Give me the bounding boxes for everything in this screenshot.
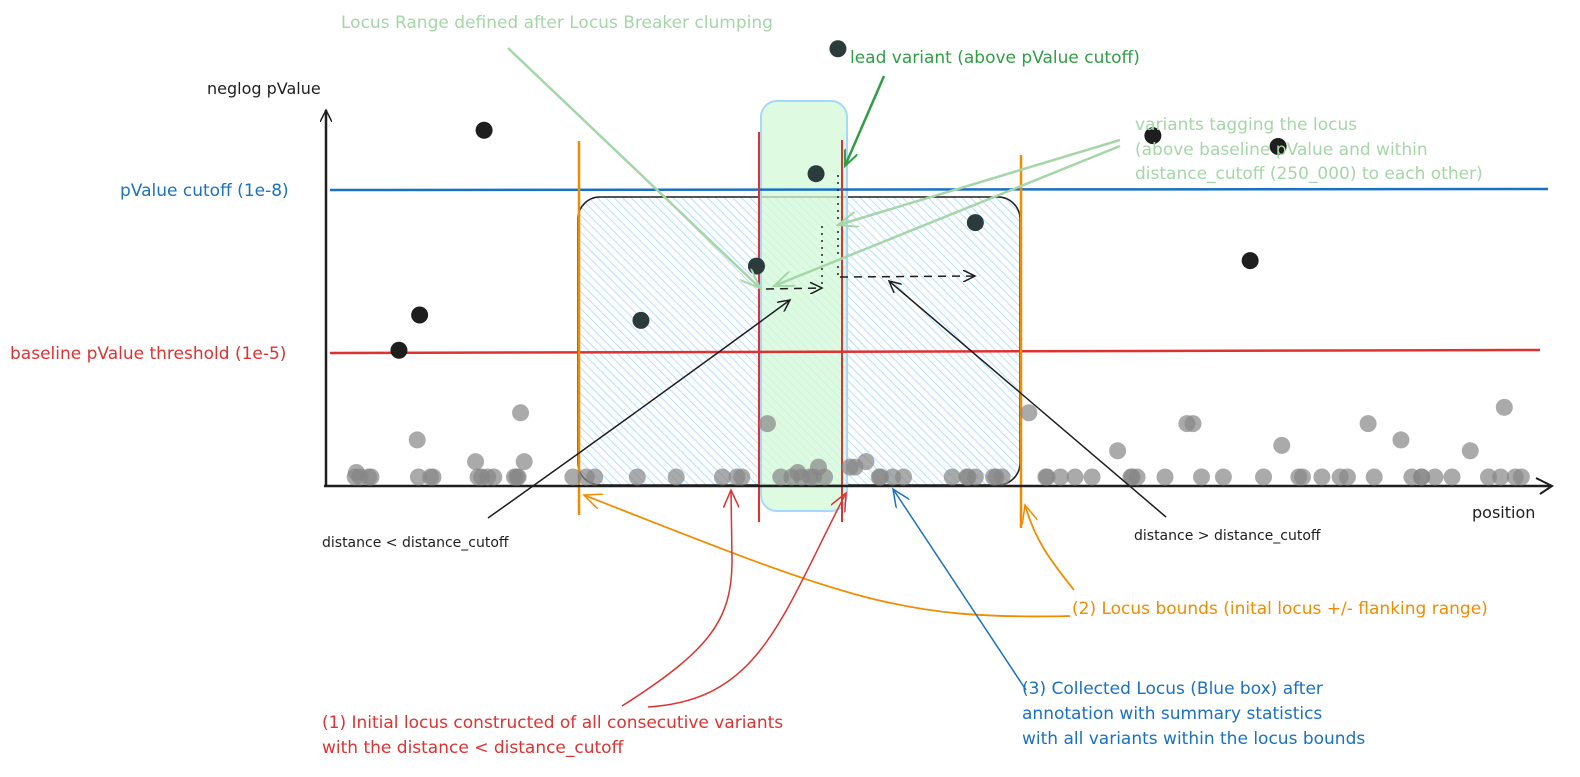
significant-variant-point xyxy=(390,341,408,359)
background-variant-point xyxy=(1184,415,1202,433)
background-variant-point xyxy=(485,468,503,486)
significant-variant-point xyxy=(475,121,493,139)
tagging-label-line1: variants tagging the locus xyxy=(1135,115,1357,135)
significant-variant-point xyxy=(966,214,984,232)
background-variant-point xyxy=(667,468,685,486)
distance-lt-pointer xyxy=(487,300,790,519)
background-variant-point xyxy=(1083,468,1101,486)
background-variant-point xyxy=(1037,468,1055,486)
baseline-threshold-label: baseline pValue threshold (1e-5) xyxy=(10,344,286,364)
background-variant-point xyxy=(966,468,984,486)
lead-variant-point xyxy=(829,40,847,58)
x-axis-label: position xyxy=(1472,503,1535,522)
pvalue-cutoff-line xyxy=(329,187,1549,192)
distance-gt-dashed-arrow xyxy=(839,276,975,277)
background-variant-point xyxy=(1492,468,1510,486)
background-variant-point xyxy=(360,468,378,486)
distance-gt-label: distance > distance_cutoff xyxy=(1134,528,1321,544)
background-variant-point xyxy=(1109,442,1127,460)
locus-bounds-pointer-left xyxy=(584,495,1071,618)
distance-lt-label: distance < distance_cutoff xyxy=(322,535,509,551)
background-variant-point xyxy=(467,453,485,471)
collected-locus-label-line1: (3) Collected Locus (Blue box) after xyxy=(1022,679,1323,699)
background-variant-point xyxy=(1392,431,1410,449)
background-variant-point xyxy=(1293,468,1311,486)
background-variant-point xyxy=(1273,436,1291,454)
background-variant-point xyxy=(713,468,731,486)
background-variant-point xyxy=(1413,468,1431,486)
background-variant-point xyxy=(985,468,1003,486)
tagging-pointer-2 xyxy=(774,144,1121,288)
background-variant-point xyxy=(816,468,834,486)
baseline-threshold-line xyxy=(329,348,1541,355)
locus-range-pointer xyxy=(507,47,760,288)
background-variant-point xyxy=(1020,404,1038,422)
background-variant-point xyxy=(1461,442,1479,460)
background-variant-point xyxy=(943,468,961,486)
tagging-label-line2: (above baseline pValue and within xyxy=(1135,140,1428,160)
locus-bounds-label: (2) Locus bounds (inital locus +/- flank… xyxy=(1072,599,1488,619)
background-variant-point xyxy=(564,468,582,486)
significant-variant-point xyxy=(1241,252,1259,270)
initial-locus-label-line1: (1) Initial locus constructed of all con… xyxy=(322,713,783,733)
locus-range-band xyxy=(760,100,848,512)
background-variant-point xyxy=(895,468,913,486)
pvalue-cutoff-label: pValue cutoff (1e-8) xyxy=(120,181,289,201)
background-variant-point xyxy=(1193,468,1211,486)
significant-variant-point xyxy=(411,306,429,324)
background-variant-point xyxy=(1214,468,1232,486)
background-variant-point xyxy=(1255,468,1273,486)
background-variant-point xyxy=(1338,468,1356,486)
background-variant-point xyxy=(512,404,530,422)
significant-variant-point xyxy=(747,257,765,275)
background-variant-point xyxy=(1495,398,1513,416)
background-variant-point xyxy=(346,468,364,486)
background-variant-point xyxy=(515,453,533,471)
collected-locus-label-line3: with all variants within the locus bound… xyxy=(1022,729,1365,749)
distance-gt-pointer xyxy=(889,281,1167,518)
lead-variant-pointer xyxy=(843,75,886,166)
background-variant-point xyxy=(505,468,523,486)
background-variant-point xyxy=(1426,468,1444,486)
background-variant-point xyxy=(1359,415,1377,433)
tagging-pointer-1 xyxy=(838,138,1121,225)
background-variant-point xyxy=(1313,468,1331,486)
background-variant-point xyxy=(1156,468,1174,486)
background-variant-point xyxy=(408,431,426,449)
background-variant-point xyxy=(422,468,440,486)
locus-bounds-pointer-right xyxy=(1025,505,1075,591)
significant-variant-point xyxy=(1269,138,1287,156)
background-variant-point xyxy=(1365,468,1383,486)
locus-range-label: Locus Range defined after Locus Breaker … xyxy=(341,13,773,33)
collected-locus-label-line2: annotation with summary statistics xyxy=(1022,704,1322,724)
y-axis-label: neglog pValue xyxy=(207,79,321,98)
background-variant-point xyxy=(758,415,776,433)
background-variant-point xyxy=(857,453,875,471)
background-variant-point xyxy=(1479,468,1497,486)
background-variants xyxy=(346,398,1530,486)
tagging-label-line3: distance_cutoff (250_000) to each other) xyxy=(1135,164,1483,184)
background-variant-point xyxy=(871,468,889,486)
background-variant-point xyxy=(1512,468,1530,486)
collected-locus-pointer xyxy=(893,489,1027,691)
background-variant-point xyxy=(1443,468,1461,486)
background-variant-point xyxy=(1066,468,1084,486)
background-variant-point xyxy=(409,468,427,486)
initial-locus-label-line2: with the distance < distance_cutoff xyxy=(322,738,625,758)
background-variant-point xyxy=(469,468,487,486)
distance-lt-dashed-arrow xyxy=(765,288,822,289)
background-variant-point xyxy=(733,468,751,486)
x-axis-arrowhead xyxy=(1535,477,1554,495)
significant-variant-point xyxy=(632,311,650,329)
lead-variant-label: lead variant (above pValue cutoff) xyxy=(850,48,1140,68)
significant-variant-point xyxy=(1144,127,1162,145)
initial-locus-pointer-right xyxy=(647,493,846,708)
background-variant-point xyxy=(1051,468,1069,486)
background-variant-point xyxy=(1128,468,1146,486)
significant-variant-point xyxy=(807,165,825,183)
background-variant-point xyxy=(628,468,646,486)
background-variant-point xyxy=(586,468,604,486)
initial-locus-pointer-left xyxy=(621,490,732,707)
